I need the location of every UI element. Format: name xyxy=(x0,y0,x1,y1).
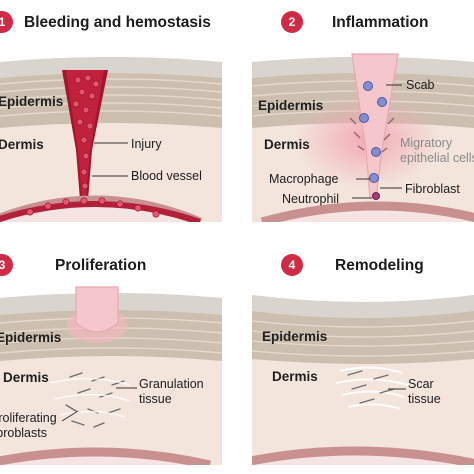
dermis-label: Dermis xyxy=(0,137,44,152)
epidermis-label: Epidermis xyxy=(262,329,328,344)
dermis-label: Dermis xyxy=(272,369,318,384)
dermis-label: Dermis xyxy=(3,370,49,385)
blood-vessel-label: Blood vessel xyxy=(131,169,202,183)
epidermis-label: Epidermis xyxy=(0,330,62,345)
panel-bleeding-hemostasis: 1 Bleeding and hemostasis Epidermis Derm… xyxy=(0,0,222,222)
epidermis-label: Epidermis xyxy=(258,98,324,113)
step-badge-3: 3 xyxy=(0,254,13,276)
skin-illustration-1 xyxy=(0,0,222,222)
panel-proliferation: 3 Proliferation Epidermis Dermis Granula… xyxy=(0,243,222,465)
fibroblast-label: Fibroblast xyxy=(405,182,460,196)
proliferating-label-line1: Proliferating xyxy=(0,411,57,425)
step-badge-1: 1 xyxy=(0,11,13,33)
panel-title: Proliferation xyxy=(55,257,147,274)
panel-title: Inflammation xyxy=(332,14,429,31)
step-badge-2: 2 xyxy=(281,11,303,33)
migratory-label-line1: Migratory xyxy=(400,136,453,150)
panel-remodeling: 4 Remodeling Epidermis Dermis Scar tissu… xyxy=(252,243,474,465)
epidermis-label: Epidermis xyxy=(0,94,64,109)
macrophage-label: Macrophage xyxy=(269,172,339,186)
proliferating-label-line2: fibroblasts xyxy=(0,426,47,440)
injury-label: Injury xyxy=(131,137,162,151)
migratory-label-line2: epithelial cells xyxy=(400,151,474,165)
skin-illustration-2 xyxy=(252,0,474,222)
panel-title: Bleeding and hemostasis xyxy=(24,14,211,31)
scab-label: Scab xyxy=(406,78,435,92)
scar-label-line1: Scar xyxy=(408,377,434,391)
step-badge-4: 4 xyxy=(281,254,303,276)
neutrophil-label: Neutrophil xyxy=(282,192,339,206)
panel-title: Remodeling xyxy=(335,257,424,274)
granulation-label-line2: tissue xyxy=(139,392,172,406)
panel-inflammation: 2 Inflammation Scab Epidermis Dermis Mig… xyxy=(252,0,474,222)
dermis-label: Dermis xyxy=(264,137,310,152)
skin-illustration-4 xyxy=(252,243,474,465)
granulation-label-line1: Granulation xyxy=(139,377,204,391)
skin-illustration-3 xyxy=(0,243,222,465)
scar-label-line2: tissue xyxy=(408,392,441,406)
